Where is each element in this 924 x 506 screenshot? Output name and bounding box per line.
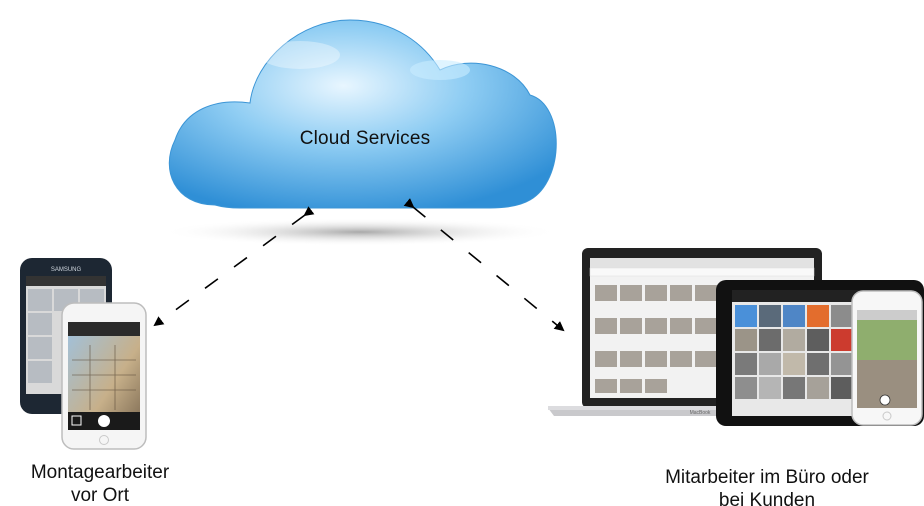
arrow-cloud-left	[153, 206, 315, 327]
caption-field-workers: Montagearbeiter vor Ort	[0, 461, 200, 506]
caption-field-workers-line1: Montagearbeiter	[30, 462, 170, 483]
caption-office-staff: Mitarbeiter im Büro oder bei Kunden	[612, 466, 922, 506]
iphone-icon-right	[851, 290, 923, 426]
cloud-shadow	[160, 218, 560, 246]
cloud-label: Cloud Services	[299, 128, 431, 149]
caption-office-staff-line2: bei Kunden	[718, 490, 816, 506]
caption-field-workers-line2: vor Ort	[70, 485, 130, 506]
cloud-icon	[168, 19, 557, 209]
iphone-icon	[61, 302, 147, 450]
laptop-brand: MacBook	[690, 410, 711, 416]
caption-office-staff-line1: Mitarbeiter im Büro oder	[665, 467, 869, 488]
phone-brand: SAMSUNG	[51, 267, 82, 273]
